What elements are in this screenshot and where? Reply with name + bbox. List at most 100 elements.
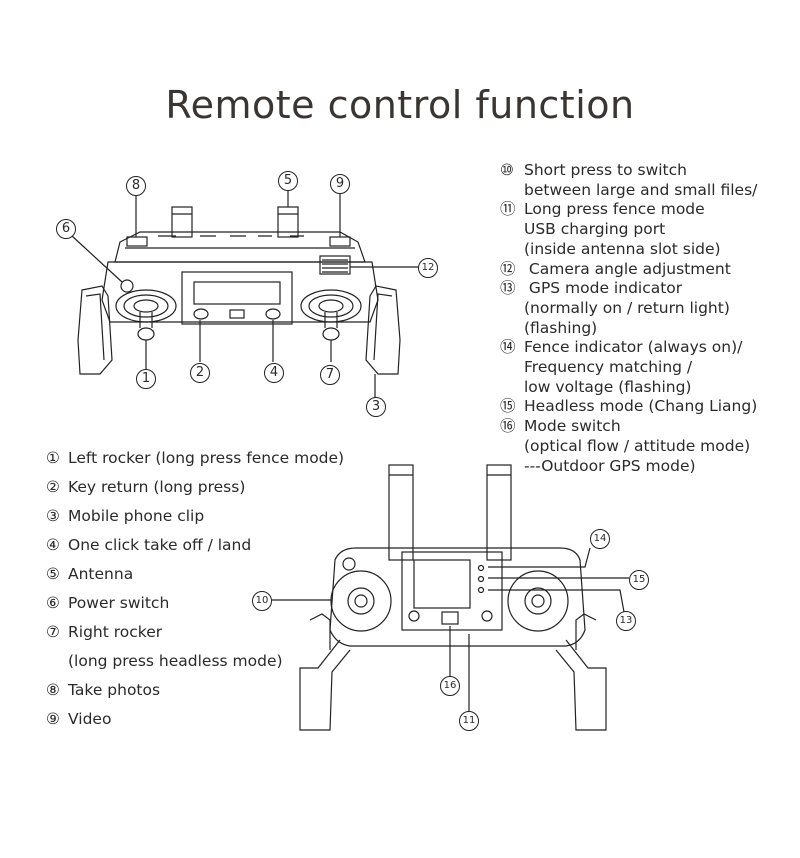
- legend-text: One click take off / land: [68, 536, 252, 554]
- callout-12: 12: [418, 258, 438, 278]
- legend-line: (optical flow / attitude mode): [524, 436, 751, 455]
- top-body: [101, 261, 379, 323]
- headless-indicator-icon: [477, 575, 485, 583]
- legend-item-4: ④ One click take off / land: [46, 531, 386, 560]
- bottom-body: [329, 547, 586, 647]
- legend-line: Mode switch: [524, 417, 621, 436]
- left-stick-icon: [137, 327, 155, 341]
- legend-text: Mobile phone clip: [68, 507, 205, 525]
- legend-number: ⑯: [500, 417, 516, 436]
- legend-item-11: ⑪ Long press fence mode USB charging por…: [500, 200, 795, 259]
- legend-item-14: ⑭ Fence indicator (always on)/ Frequency…: [500, 338, 795, 397]
- legend-text: Key return (long press): [68, 478, 246, 496]
- legend-number: ⑬: [500, 279, 516, 298]
- top-controller: [71, 188, 418, 398]
- callout-3: 3: [366, 397, 386, 417]
- legend-number: ⑪: [500, 200, 516, 219]
- left-stick-icon: [347, 587, 375, 615]
- legend-number: ⑨: [46, 710, 60, 728]
- legend-text: Power switch: [68, 594, 170, 612]
- left-antenna: [171, 206, 193, 238]
- callout-11: 11: [459, 711, 479, 731]
- legend-number: ⑮: [500, 397, 516, 416]
- left-phone-clip: [299, 639, 351, 731]
- legend-item-9: ⑨ Video: [46, 705, 386, 734]
- callout-5: 5: [278, 171, 298, 191]
- legend-item-7: ⑦ Right rocker: [46, 618, 386, 647]
- legend-line: Camera angle adjustment: [524, 259, 731, 278]
- legend-line: USB charging port: [524, 220, 666, 239]
- page-title: Remote control function: [165, 83, 635, 128]
- legend-item-3: ③ Mobile phone clip: [46, 502, 386, 531]
- photo-button-icon: [126, 236, 148, 247]
- right-stick-well: [507, 570, 569, 632]
- legend-number: ⑥: [46, 594, 60, 612]
- legend-line: Frequency matching /: [524, 358, 693, 377]
- callout-8: 8: [126, 176, 146, 196]
- right-phone-clip: [555, 639, 607, 731]
- callout-2: 2: [190, 363, 210, 383]
- legend-item-12: ⑫ Camera angle adjustment: [500, 260, 795, 280]
- legend-item-5: ⑤ Antenna: [46, 560, 386, 589]
- return-button-icon: [408, 610, 420, 622]
- camera-dial-icon: [319, 255, 351, 275]
- fence-indicator-icon: [477, 564, 485, 572]
- legend-line: Long press fence mode: [524, 200, 705, 219]
- bottom-screen: [401, 551, 503, 631]
- power-button-icon: [342, 557, 356, 571]
- top-screen: [181, 271, 293, 325]
- legend-text: Antenna: [68, 565, 134, 583]
- callout-16: 16: [440, 676, 460, 696]
- legend-line: between large and small files/: [524, 180, 758, 199]
- legend-item-6: ⑥ Power switch: [46, 589, 386, 618]
- legend-line: GPS mode indicator: [524, 279, 683, 298]
- power-button-icon: [120, 279, 134, 293]
- callout-10: 10: [252, 591, 272, 611]
- callout-15: 15: [629, 570, 649, 590]
- left-antenna: [388, 464, 414, 561]
- left-phone-clip: [77, 285, 113, 375]
- legend-item-15: ⑮ Headless mode (Chang Liang): [500, 397, 795, 417]
- legend-number: ①: [46, 449, 60, 467]
- takeoff-button-icon: [265, 308, 281, 320]
- right-stick-icon: [322, 327, 340, 341]
- legend-line: (inside antenna slot side): [524, 239, 721, 258]
- right-stick-well: [300, 289, 362, 323]
- legend-text: Left rocker (long press fence mode): [68, 449, 345, 467]
- callout-7: 7: [320, 365, 340, 385]
- legend-line: ---Outdoor GPS mode): [524, 456, 696, 475]
- legend-number: ⑧: [46, 681, 60, 699]
- right-antenna: [486, 464, 512, 561]
- takeoff-button-icon: [481, 610, 493, 622]
- callout-1: 1: [136, 369, 156, 389]
- legend-number: ⑦: [46, 623, 60, 641]
- legend-item-7-note: (long press headless mode): [46, 647, 386, 676]
- left-stick-well: [115, 289, 177, 323]
- right-stick-icon: [524, 587, 552, 615]
- video-button-icon: [329, 236, 351, 247]
- legend-number: ⑤: [46, 565, 60, 583]
- legend-number: ⑭: [500, 338, 516, 357]
- right-legend: ⑩ Short press to switch between large an…: [500, 161, 795, 476]
- callout-6: 6: [56, 219, 76, 239]
- bottom-controller: [272, 464, 629, 731]
- legend-number: ⑩: [500, 161, 514, 179]
- legend-text: Take photos: [68, 681, 161, 699]
- legend-text: Right rocker: [68, 623, 163, 641]
- legend-number: ④: [46, 536, 60, 554]
- legend-item-10: ⑩ Short press to switch between large an…: [500, 161, 795, 200]
- legend-number: ②: [46, 478, 60, 496]
- legend-line: low voltage (flashing): [524, 377, 692, 396]
- left-legend: ① Left rocker (long press fence mode) ② Ke…: [46, 444, 386, 734]
- legend-number: ③: [46, 507, 60, 525]
- mode-switch-icon: [229, 309, 245, 319]
- callout-13: 13: [616, 611, 636, 631]
- legend-text: Video: [68, 710, 112, 728]
- legend-line: Fence indicator (always on)/: [524, 338, 743, 357]
- legend-number: ⑫: [500, 259, 516, 278]
- mode-switch-icon: [441, 611, 459, 625]
- legend-text: (long press headless mode): [68, 652, 283, 670]
- legend-line: (normally on / return light): [524, 298, 730, 317]
- callout-14: 14: [590, 529, 610, 549]
